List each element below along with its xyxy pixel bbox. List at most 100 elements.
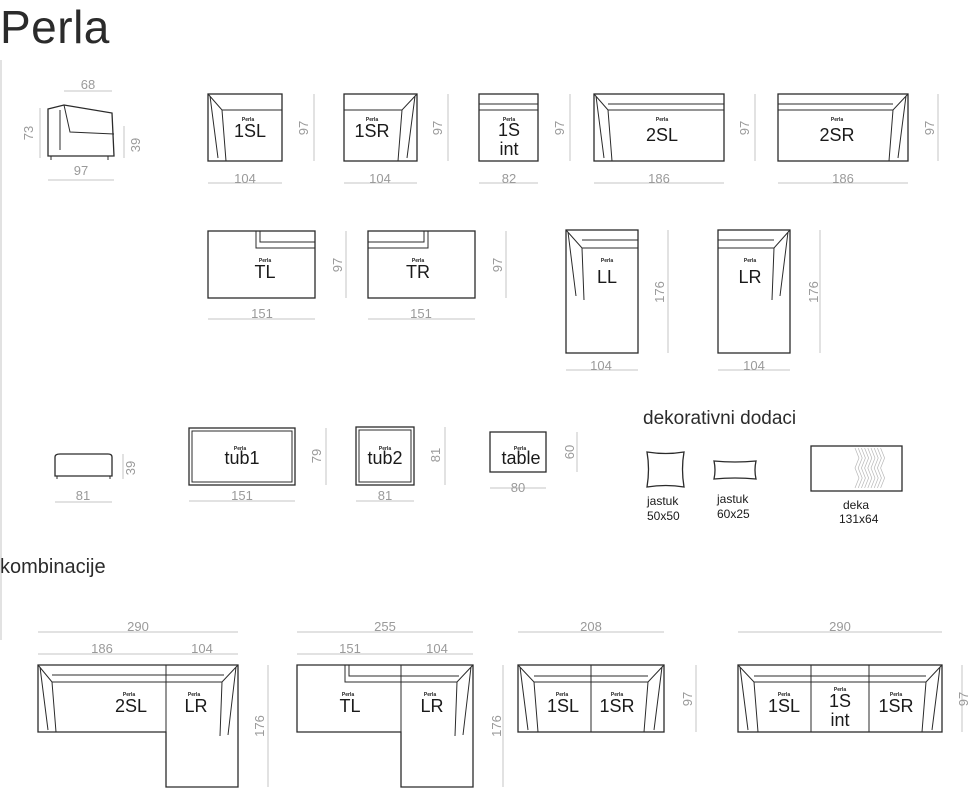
brand-label: Perla bbox=[556, 692, 568, 698]
combo-label: 1SL bbox=[768, 696, 800, 716]
height-dim: 97 bbox=[490, 258, 505, 272]
module-tr: Perla TR 151 97 bbox=[367, 230, 507, 321]
fringe-stroke bbox=[877, 447, 882, 489]
height-dim: 97 bbox=[430, 121, 445, 135]
height-dim: 176 bbox=[806, 281, 821, 303]
brand-label: Perla bbox=[379, 446, 391, 452]
fringe-stroke bbox=[867, 447, 873, 489]
combo-label-line1: 1S bbox=[829, 691, 851, 711]
combo-total-dim: 290 bbox=[829, 619, 851, 634]
module-label-line2: int bbox=[499, 139, 518, 159]
combo-part-dim: 104 bbox=[426, 641, 448, 656]
side-view-top-dim: 68 bbox=[81, 77, 95, 92]
module-label: table bbox=[501, 448, 540, 468]
module-1sr: Perla 1SR 104 97 bbox=[343, 93, 449, 186]
module-label: tub1 bbox=[224, 448, 259, 468]
height-dim: 97 bbox=[330, 258, 345, 272]
width-dim: 82 bbox=[502, 171, 516, 186]
width-dim: 104 bbox=[743, 358, 765, 373]
brand-label: Perla bbox=[503, 117, 515, 123]
module-label: LL bbox=[597, 267, 617, 287]
combo-1sl-1sr: 208 Perla 1SL Perla 1SR 97 bbox=[517, 619, 697, 733]
module-label: 1SR bbox=[354, 121, 389, 141]
height-dim: 81 bbox=[428, 448, 443, 462]
fringe-stroke bbox=[854, 447, 860, 489]
module-label: LR bbox=[738, 267, 761, 287]
brand-label: Perla bbox=[656, 117, 668, 123]
accessory-name: deka bbox=[843, 498, 869, 512]
brand-label: Perla bbox=[514, 446, 526, 452]
module-label: TL bbox=[254, 262, 275, 282]
brand-label: Perla bbox=[234, 446, 246, 452]
combo-part-dim: 151 bbox=[339, 641, 361, 656]
accessory-blanket: deka 131x64 bbox=[810, 445, 903, 526]
fringe-stroke bbox=[873, 447, 879, 489]
fringe-stroke bbox=[864, 447, 869, 489]
page-title: Perla bbox=[0, 1, 110, 53]
side-view-bottom-dim: 97 bbox=[74, 163, 88, 178]
accessories-heading: dekorativni dodaci bbox=[643, 408, 797, 429]
height-dim: 176 bbox=[652, 281, 667, 303]
side-view-left-dim: 73 bbox=[21, 126, 36, 140]
height-dim: 97 bbox=[922, 121, 937, 135]
table-tub1: Perla tub1 151 79 bbox=[188, 427, 327, 503]
height-dim: 79 bbox=[309, 449, 324, 463]
combo-total-dim: 208 bbox=[580, 619, 602, 634]
width-dim: 186 bbox=[832, 171, 854, 186]
brand-label: Perla bbox=[342, 692, 354, 698]
brand-label: Perla bbox=[259, 258, 271, 264]
module-ll: Perla LL 104 176 bbox=[565, 229, 669, 373]
module-label: TR bbox=[406, 262, 430, 282]
module-tl: Perla TL 151 97 bbox=[207, 230, 347, 321]
fringe-stroke bbox=[857, 447, 863, 489]
width-dim: 151 bbox=[251, 306, 273, 321]
module-2sl: Perla 2SL 186 97 bbox=[593, 93, 756, 186]
brand-label: Perla bbox=[601, 258, 613, 264]
combinations-heading: kombinacije bbox=[0, 556, 106, 578]
brand-label: Perla bbox=[834, 687, 846, 693]
module-1sl: Perla 1SL 104 97 bbox=[207, 93, 315, 186]
brand-label: Perla bbox=[831, 117, 843, 123]
brand-label: Perla bbox=[242, 117, 254, 123]
combo-label: LR bbox=[420, 696, 443, 716]
combo-depth-dim: 97 bbox=[956, 692, 971, 706]
brand-label: Perla bbox=[366, 117, 378, 123]
combo-total-dim: 290 bbox=[127, 619, 149, 634]
module-2sr: Perla 2SR 186 97 bbox=[777, 93, 939, 186]
accessory-name: jastuk bbox=[646, 494, 679, 508]
combo-label: LR bbox=[184, 696, 207, 716]
combo-label: 2SL bbox=[115, 696, 147, 716]
width-dim: 104 bbox=[369, 171, 391, 186]
width-dim: 80 bbox=[511, 480, 525, 495]
module-lr: Perla LR 104 176 bbox=[717, 229, 821, 373]
table-table: Perla table 80 60 bbox=[489, 431, 578, 495]
brand-label: Perla bbox=[424, 692, 436, 698]
brand-label: Perla bbox=[744, 258, 756, 264]
combo-part-dim: 186 bbox=[91, 641, 113, 656]
width-dim: 151 bbox=[410, 306, 432, 321]
module-label-line1: 1S bbox=[498, 120, 520, 140]
module-1s-int: Perla 1S int 82 97 bbox=[478, 93, 571, 186]
side-view: 68 73 39 97 bbox=[21, 77, 143, 181]
height-dim: 97 bbox=[737, 121, 752, 135]
combo-label: TL bbox=[339, 696, 360, 716]
accessory-name: jastuk bbox=[716, 492, 749, 506]
brand-label: Perla bbox=[188, 692, 200, 698]
brand-label: Perla bbox=[778, 692, 790, 698]
width-dim: 186 bbox=[648, 171, 670, 186]
fringe-stroke bbox=[861, 447, 866, 489]
accessory-cushion-50x50: jastuk 50x50 bbox=[646, 451, 685, 523]
height-dim: 97 bbox=[296, 121, 311, 135]
width-dim: 104 bbox=[234, 171, 256, 186]
brand-label: Perla bbox=[611, 692, 623, 698]
combo-depth-dim: 97 bbox=[680, 692, 695, 706]
accessory-size: 131x64 bbox=[839, 512, 879, 526]
height-dim: 97 bbox=[552, 121, 567, 135]
module-label: 2SL bbox=[646, 125, 678, 145]
combo-label: 1SR bbox=[878, 696, 913, 716]
fringe-stroke bbox=[870, 447, 876, 489]
width-dim: 81 bbox=[76, 488, 90, 503]
width-dim: 104 bbox=[590, 358, 612, 373]
combo-2sl-lr: 290 186 104 Perla 2SL Perla LR 176 bbox=[37, 619, 269, 788]
